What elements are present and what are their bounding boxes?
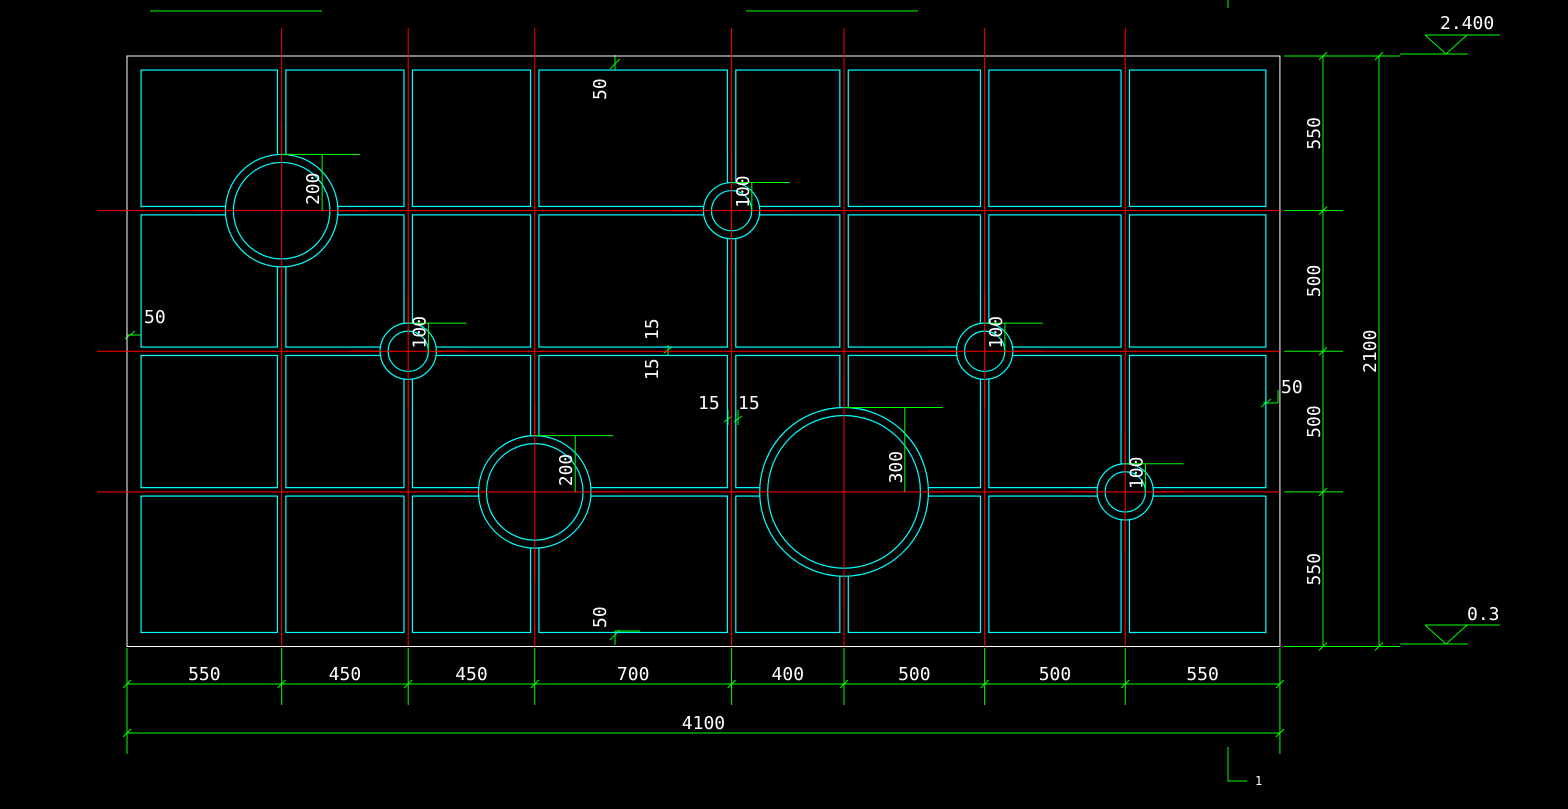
column-dim-label: 400 — [772, 664, 805, 685]
pipe-cell — [1128, 69, 1267, 208]
pipe-cell — [140, 354, 279, 489]
right-tick — [1318, 51, 1328, 61]
row-dim-label: 500 — [1304, 405, 1325, 438]
hole-diameter-label: 100 — [986, 316, 1007, 349]
pipe-cell — [1128, 214, 1267, 348]
row-dim-label: 550 — [1304, 117, 1325, 150]
column-dim-label: 550 — [1186, 664, 1219, 685]
pipe-cell — [538, 214, 728, 348]
hole-diameter-label: 100 — [409, 316, 430, 349]
pipe-cell — [140, 495, 279, 634]
pipe-cell — [285, 214, 405, 348]
total-height-tick — [1374, 51, 1384, 61]
pipe-cell — [1128, 354, 1267, 489]
pipe-cell — [847, 69, 982, 208]
pipe-cell — [538, 69, 728, 208]
gap-label-b: 15 — [642, 358, 663, 380]
right-tick — [1318, 487, 1328, 497]
bottom-tick — [727, 679, 736, 689]
total-tick — [1275, 728, 1285, 738]
bottom-tick — [1275, 679, 1285, 689]
holes: 200 100 100 100 200 300 100 — [195, 124, 1184, 607]
right-tick — [1318, 642, 1328, 651]
pipe-cell — [538, 354, 728, 489]
pipe-cell — [988, 69, 1122, 208]
pipe-cell — [285, 495, 405, 634]
elevation-bottom-label: 0.3 — [1467, 604, 1500, 625]
section-mark-label: 1 — [1255, 774, 1262, 788]
pipe-cell — [988, 214, 1122, 348]
pipe-cell — [411, 495, 532, 634]
pipe-cell — [411, 69, 532, 208]
column-dim-label: 500 — [1039, 664, 1072, 685]
elevation-marker-bottom: 0.3 — [1400, 604, 1500, 645]
column-dim-label: 450 — [329, 664, 362, 685]
row-dim-label: 550 — [1304, 553, 1325, 586]
total-height-tick — [1374, 642, 1384, 651]
pipe-cell — [988, 354, 1122, 489]
bottom-tick — [980, 679, 990, 689]
section-mark: 1 — [1227, 747, 1262, 788]
bottom-tick — [1120, 679, 1130, 689]
hole-diameter-label: 200 — [556, 454, 577, 487]
pipe-cell — [411, 214, 532, 348]
gap-label-c: 15 — [698, 393, 720, 414]
total-width-label: 4100 — [682, 713, 725, 734]
edge-left-label: 50 — [144, 307, 166, 328]
hole-diameter-label: 100 — [1127, 457, 1148, 490]
column-dim-label: 450 — [455, 664, 488, 685]
pipe-cell — [140, 214, 279, 348]
grid-dimensions: 550 450 450 700 400 500 500 550 4100 550 500 500 550… — [122, 51, 1400, 754]
bottom-tick — [122, 679, 132, 689]
bottom-tick — [403, 679, 413, 689]
edge-right-label: 50 — [1281, 377, 1303, 398]
bottom-tick — [839, 679, 849, 689]
elevation-top-label: 2.400 — [1440, 13, 1494, 34]
gap-label-d: 15 — [738, 393, 760, 414]
row-dim-label: 500 — [1304, 265, 1325, 298]
pipe-cell — [735, 69, 841, 208]
pipe-cell — [1128, 495, 1267, 634]
edge-bottom-label: 50 — [590, 606, 611, 628]
bottom-tick — [277, 679, 287, 689]
gap-label-a: 15 — [642, 318, 663, 340]
total-height-label: 2100 — [1360, 330, 1381, 373]
edge-top-label: 50 — [590, 78, 611, 100]
total-tick — [122, 728, 132, 738]
hole-diameter-label: 200 — [303, 173, 324, 206]
column-dim-label: 550 — [188, 664, 221, 685]
pipe-cell — [847, 214, 982, 348]
column-dim-label: 500 — [898, 664, 931, 685]
pipe-cell — [538, 495, 728, 634]
elevation-marker-top: 2.400 — [1400, 13, 1500, 55]
pipe-cell — [140, 69, 279, 208]
right-tick — [1318, 206, 1328, 216]
pipe-cell — [988, 495, 1122, 634]
right-tick — [1318, 346, 1328, 356]
hole-diameter-label: 100 — [733, 175, 754, 208]
hole-diameter-label: 300 — [886, 451, 907, 484]
column-dim-label: 700 — [617, 664, 650, 685]
pipe-cell — [411, 354, 532, 489]
bottom-tick — [530, 679, 540, 689]
pipe-cell — [285, 354, 405, 489]
pipe-cell — [285, 69, 405, 208]
pipe-cell — [735, 214, 841, 348]
